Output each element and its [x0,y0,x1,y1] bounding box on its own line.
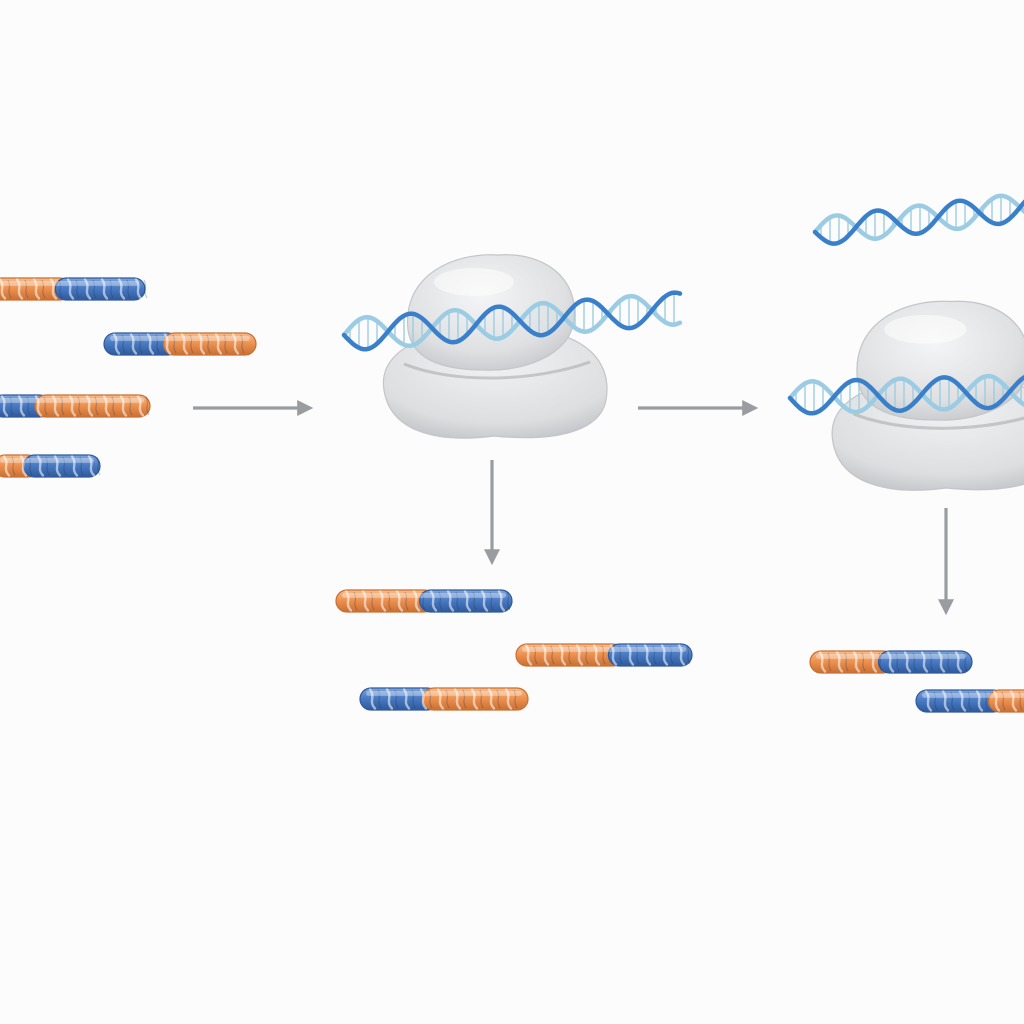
input-fragments-fragment-0 [0,277,148,301]
first-complex-fragment-2 [359,687,529,711]
second-complex-free-dna-0 [812,193,1024,246]
second-complex-protein [831,300,1024,491]
input-fragments-fragment-1 [103,332,257,356]
input-fragments-fragment-3 [0,454,101,478]
flow-arrows [193,400,954,616]
first-complex-bound-dna-0 [341,290,683,352]
second-complex-fragment-0 [809,650,973,674]
second-complex-bound-dna-0 [787,373,1024,416]
second-complex-fragment-1 [915,689,1024,713]
first-complex-protein [382,254,608,439]
dna-fragments [0,277,1024,713]
first-complex-fragment-1 [515,643,693,667]
first-complex-fragment-0 [335,589,513,613]
input-fragments-fragment-2 [0,394,151,418]
dna-helices [341,193,1024,416]
protein-complexes [382,254,1024,491]
